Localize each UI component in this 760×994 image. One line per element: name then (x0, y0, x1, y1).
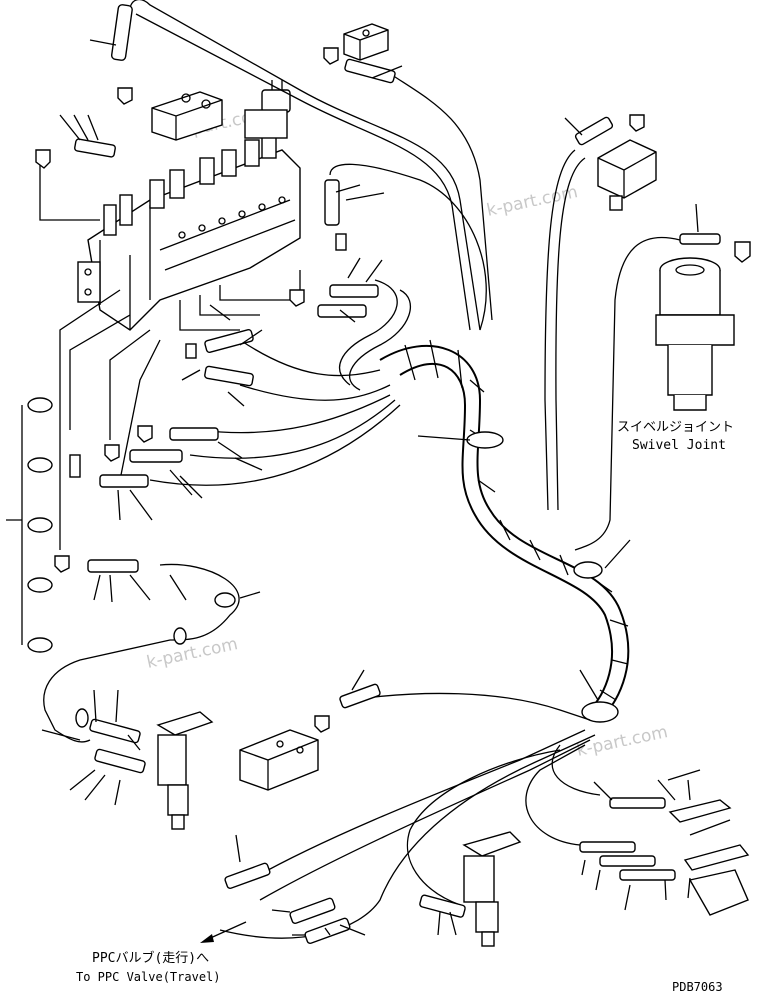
watermark: k-part.com (575, 722, 670, 761)
ppc-valve-label-jp: PPCバルブ(走行)へ (92, 950, 209, 966)
swivel-joint-label-jp: スイベルジョイント (617, 420, 734, 435)
solenoid-valve (244, 80, 291, 139)
elbow-fittings (35, 47, 751, 733)
valve-ports (178, 196, 286, 239)
figure-code: PDB7063 (672, 980, 723, 994)
mounting-brackets (667, 769, 750, 916)
watermark: k-part.com (145, 634, 240, 673)
hose-clamps (27, 397, 236, 728)
ppc-valve-arrow (200, 921, 247, 943)
leader-lines (6, 39, 699, 936)
main-control-valve (77, 131, 301, 331)
swivel-joint (655, 257, 735, 411)
junction-block-lower (239, 729, 319, 791)
travel-pedal-center (462, 831, 522, 947)
hose-lines (21, 0, 681, 939)
swivel-joint-label-en: Swivel Joint (632, 438, 726, 453)
junction-block-top (151, 91, 223, 141)
junction-block-small (343, 23, 389, 61)
hose-bundle-spiral (379, 339, 630, 723)
hose-fittings (74, 4, 721, 945)
valve-spools (103, 131, 277, 236)
ppc-valve-label-en: To PPC Valve(Travel) (76, 970, 221, 984)
shuttle-valve (597, 139, 657, 211)
travel-pedal-left (156, 711, 214, 830)
